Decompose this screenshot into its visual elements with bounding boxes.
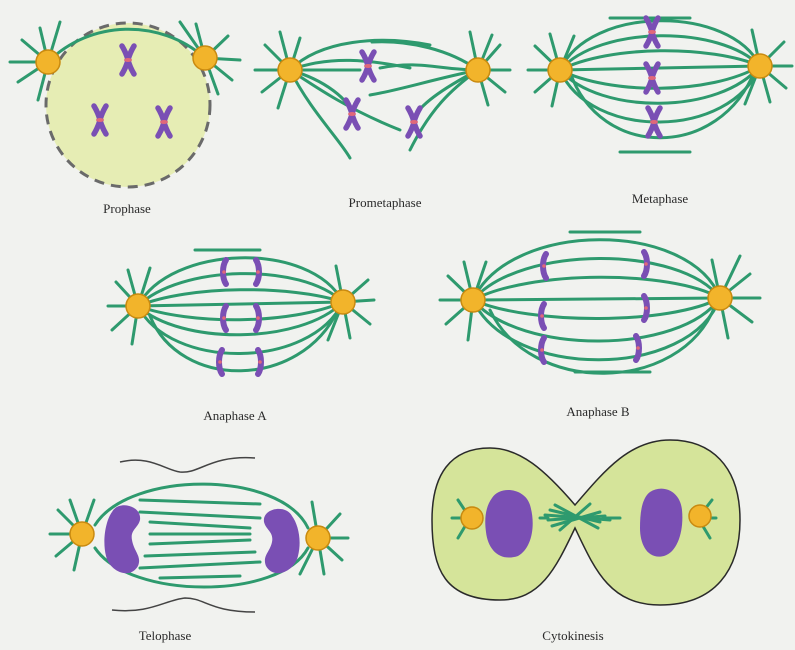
chromosome xyxy=(362,52,374,80)
centrosome xyxy=(278,58,302,82)
daughter-nucleus xyxy=(104,505,140,573)
daughter-nucleus xyxy=(485,490,532,558)
centrosome xyxy=(708,286,732,310)
prometaphase-cell xyxy=(255,32,510,158)
chromatid xyxy=(222,306,226,330)
centrosome xyxy=(548,58,572,82)
chromatid xyxy=(644,296,648,320)
centrosome xyxy=(689,505,711,527)
anaphase-b-cell xyxy=(440,232,760,373)
centrosome xyxy=(461,507,483,529)
label-metaphase: Metaphase xyxy=(632,191,688,207)
nuclear-envelope xyxy=(46,23,210,187)
cell-membrane xyxy=(120,458,255,472)
label-prometaphase: Prometaphase xyxy=(349,195,422,211)
centrosome xyxy=(748,54,772,78)
label-anaphase-b: Anaphase B xyxy=(566,404,629,420)
chromatid xyxy=(540,338,544,362)
prometaphase-spindle-fibers xyxy=(255,32,510,158)
label-anaphase-a: Anaphase A xyxy=(203,408,266,424)
chromatid xyxy=(542,254,546,278)
chromatid xyxy=(256,260,260,284)
daughter-nucleus xyxy=(264,509,300,573)
centrosome xyxy=(466,58,490,82)
cell-membrane xyxy=(112,598,255,612)
chromosome xyxy=(346,100,358,128)
chromatid xyxy=(218,350,222,374)
centrosome xyxy=(126,294,150,318)
chromosome xyxy=(408,108,420,136)
chromatid xyxy=(222,260,226,284)
label-telophase: Telophase xyxy=(139,628,192,644)
chromatid xyxy=(540,304,544,328)
anaphase-a-cell xyxy=(108,250,374,374)
label-cytokinesis: Cytokinesis xyxy=(542,628,603,644)
centrosome xyxy=(461,288,485,312)
telophase-spindle-fibers xyxy=(50,484,348,587)
metaphase-cell xyxy=(528,18,792,152)
centrosome xyxy=(36,50,60,74)
chromatid xyxy=(256,306,260,330)
cytokinesis-cell xyxy=(432,440,740,605)
telophase-cell xyxy=(50,458,348,612)
centrosome xyxy=(70,522,94,546)
centrosome xyxy=(331,290,355,314)
chromatid xyxy=(636,336,640,360)
chromatid xyxy=(258,350,262,374)
chromatid xyxy=(644,252,648,276)
prophase-cell xyxy=(10,22,240,187)
centrosome xyxy=(193,46,217,70)
centrosome xyxy=(306,526,330,550)
label-prophase: Prophase xyxy=(103,201,151,217)
